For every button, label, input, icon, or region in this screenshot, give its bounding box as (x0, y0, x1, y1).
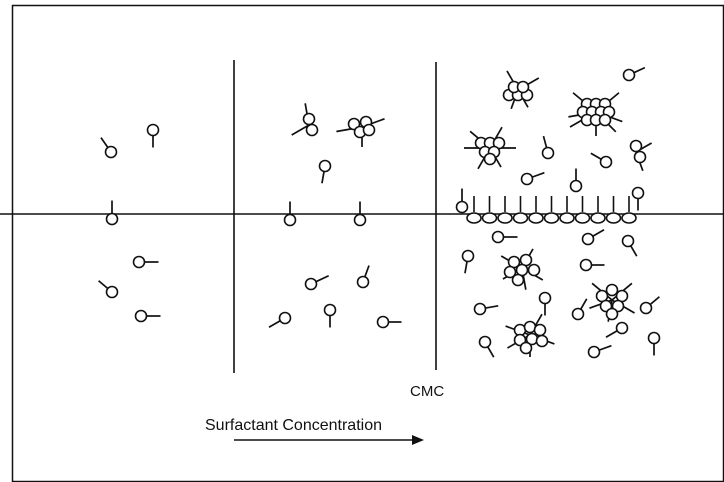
micelle (568, 92, 623, 136)
micelle (589, 282, 635, 322)
surfactant-molecule (105, 200, 119, 226)
surfactant-molecule (353, 201, 367, 227)
surfactant-molecule (461, 249, 475, 274)
surfactant-molecule (268, 311, 292, 328)
surfactant-molecule (622, 66, 646, 82)
surfactant-molecule (631, 186, 645, 211)
surfactant-molecule (98, 280, 119, 299)
monolayer-molecule (605, 196, 622, 224)
surfactant-molecule (491, 230, 518, 244)
surfactant-molecule (647, 331, 661, 356)
micelle (464, 126, 516, 170)
surfactant-molecule (538, 291, 552, 316)
surfactant-molecule (100, 137, 118, 159)
surfactant-molecule (376, 315, 402, 329)
surfactant-molecule (356, 265, 370, 289)
micelle (336, 115, 385, 147)
surfactant-molecule (473, 302, 499, 316)
monolayer-molecule (481, 196, 498, 224)
micelle (291, 103, 319, 137)
interface-monolayer (466, 196, 637, 224)
surfactant-molecule (520, 171, 545, 186)
micelle (505, 313, 555, 357)
surfactant-molecule (132, 255, 159, 269)
surfactant-molecule (571, 298, 588, 321)
surfactant-molecule (587, 344, 612, 359)
surfactant-molecule (590, 152, 613, 169)
monolayer-molecule (528, 196, 544, 224)
micelle (629, 139, 653, 172)
monolayer-molecule (590, 196, 606, 224)
micelle (502, 70, 540, 110)
cmc-label: CMC (410, 383, 444, 400)
monolayer-molecule (574, 196, 591, 224)
surfactant-molecule (146, 123, 160, 148)
monolayer-molecule (466, 196, 482, 224)
surfactant-molecule (304, 274, 330, 291)
monolayer-molecule (497, 196, 513, 224)
surfactant-molecule (455, 188, 469, 214)
surfactant-molecule (639, 296, 660, 315)
axis-label: Surfactant Concentration (205, 417, 382, 434)
surfactant-molecule (283, 201, 297, 227)
surfactant-molecule (581, 229, 605, 246)
concentration-arrowhead (412, 435, 424, 445)
surfactant-molecule (605, 321, 629, 338)
figure-border (11, 4, 724, 482)
surfactant-molecules (98, 66, 661, 359)
surfactant-molecule (134, 309, 161, 323)
surfactant-molecule (541, 135, 555, 160)
surfactant-molecule (323, 303, 337, 328)
surfactant-molecule (478, 335, 495, 358)
monolayer-molecule (559, 196, 575, 224)
surfactant-molecule (318, 159, 332, 184)
surfactant-molecule (569, 168, 583, 193)
micelles (291, 70, 653, 357)
monolayer-molecule (543, 196, 560, 224)
surfactant-molecule (621, 234, 638, 257)
surfactant-molecule (579, 258, 605, 272)
monolayer-molecule (621, 196, 637, 224)
monolayer-molecule (512, 196, 529, 224)
micelle (500, 248, 544, 290)
